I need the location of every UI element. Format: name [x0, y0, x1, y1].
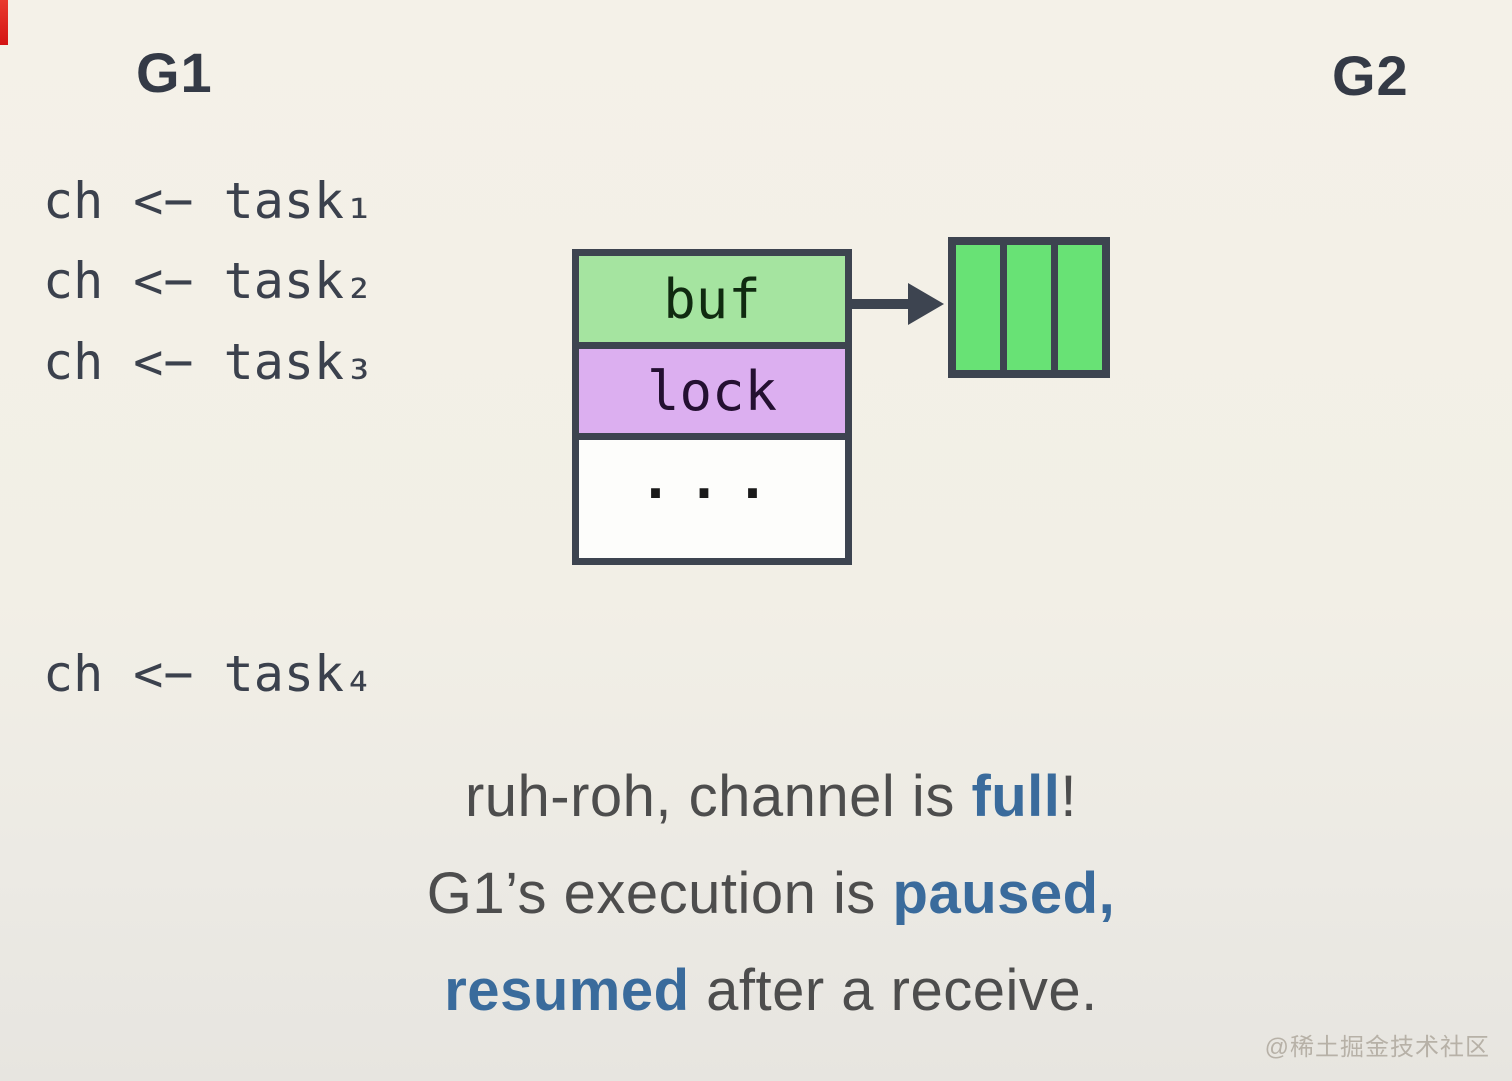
caption-1-highlight: full: [971, 764, 1061, 829]
struct-row-other-fields: ...: [579, 440, 845, 558]
buffer-slot-filled: [1058, 245, 1102, 370]
channel-buffer-array: [948, 237, 1110, 378]
goroutine-g2-label: G2: [1332, 44, 1409, 107]
caption-3-post: after a receive.: [689, 958, 1098, 1023]
caption-3-highlight: resumed: [444, 958, 690, 1023]
caption-2-highlight: paused,: [892, 861, 1116, 926]
arrow-tail: [852, 299, 914, 309]
caption-1-post: !: [1060, 764, 1078, 829]
caption-1-pre: ruh-roh, channel is: [464, 764, 972, 829]
caption-2-pre: G1’s execution is: [426, 861, 893, 926]
red-edge-marker: [0, 0, 8, 45]
code-line-send-task3: ch <− task₃: [43, 333, 375, 391]
ellipsis-label: ...: [639, 447, 785, 511]
struct-row-lock: lock: [579, 349, 845, 433]
watermark-text: @稀土掘金技术社区: [1264, 1034, 1490, 1061]
channel-struct-box: buf lock ...: [572, 249, 852, 565]
arrow-head: [908, 283, 944, 325]
caption-line-2: G1’s execution is paused,: [30, 845, 1512, 942]
buf-field-label: buf: [663, 267, 761, 331]
code-line-send-task2: ch <− task₂: [43, 252, 375, 310]
code-line-send-task1: ch <− task₁: [43, 172, 375, 230]
buf-pointer-arrow-icon: [852, 283, 944, 325]
caption-line-3: resumed after a receive.: [30, 942, 1512, 1039]
lock-field-label: lock: [646, 359, 778, 423]
caption-line-1: ruh-roh, channel is full!: [30, 748, 1512, 845]
buffer-slot-filled: [956, 245, 1000, 370]
buffer-slot-filled: [1007, 245, 1051, 370]
code-line-send-task4-blocked: ch <− task₄: [43, 645, 375, 703]
caption-text: ruh-roh, channel is full! G1’s execution…: [30, 748, 1512, 1039]
struct-row-buf: buf: [579, 256, 845, 342]
goroutine-g1-label: G1: [136, 41, 213, 104]
